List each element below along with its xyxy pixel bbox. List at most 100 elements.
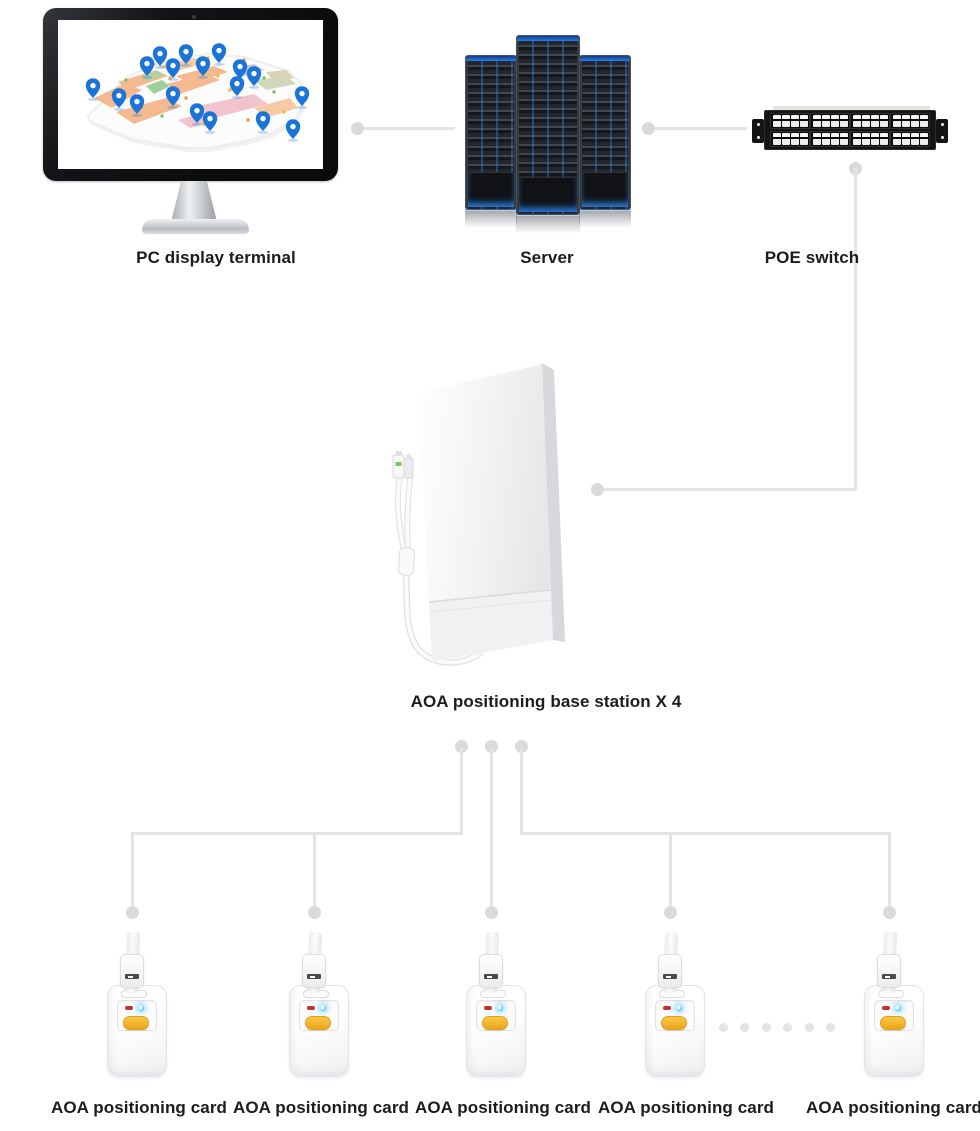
connector-dot xyxy=(454,739,468,753)
card-button xyxy=(482,1016,508,1030)
card-button xyxy=(880,1016,906,1030)
connector-line xyxy=(668,832,672,912)
connector-dot xyxy=(307,905,321,919)
connector-line-poe-down xyxy=(853,168,857,490)
server-illustration xyxy=(460,25,640,240)
positioning-card-illustration xyxy=(849,930,929,1082)
ellipsis-dot xyxy=(783,1023,792,1032)
connector-line xyxy=(459,748,463,835)
port-row xyxy=(770,113,930,130)
positioning-card-illustration xyxy=(92,930,172,1082)
card-clip xyxy=(479,954,503,988)
clip-slot xyxy=(125,974,139,979)
positioning-card-illustration xyxy=(274,930,354,1082)
ellipsis-dot xyxy=(719,1023,728,1032)
server-reflection xyxy=(516,214,580,233)
card-clip xyxy=(658,954,682,988)
connector-line-to-base-station xyxy=(600,487,856,491)
connector-line-pc-server xyxy=(357,126,455,130)
card-body xyxy=(466,985,526,1077)
port-group xyxy=(890,113,930,130)
label-card-5: AOA positioning card xyxy=(805,1098,980,1117)
mount-ear xyxy=(752,119,764,143)
card-body xyxy=(645,985,705,1077)
card-clip xyxy=(120,954,144,988)
label-pc-terminal: PC display terminal xyxy=(136,248,296,267)
screw-dot xyxy=(756,136,760,139)
card-led-blue xyxy=(676,1005,682,1011)
connector-line-server-poe xyxy=(648,126,747,130)
label-card-2: AOA positioning card xyxy=(232,1098,410,1117)
server-reflection xyxy=(465,209,517,228)
connector-line xyxy=(489,748,493,912)
card-led-blue xyxy=(320,1005,326,1011)
rj45-plug xyxy=(392,454,405,479)
base-station-illustration xyxy=(392,361,565,666)
port-group xyxy=(810,130,850,147)
card-led-red xyxy=(484,1006,492,1010)
connector-line-branch-right xyxy=(520,832,891,835)
card-body xyxy=(864,985,924,1077)
connector-dot xyxy=(484,905,498,919)
clip-slot xyxy=(307,974,321,979)
label-base-station: AOA positioning base station X 4 xyxy=(410,692,682,711)
port-group xyxy=(770,113,810,130)
card-led-blue xyxy=(497,1005,503,1011)
poe-switch-body xyxy=(764,110,936,150)
screw-dot xyxy=(940,123,944,126)
connector-line xyxy=(312,832,316,912)
panel-bottom-section xyxy=(429,590,553,662)
card-led-red xyxy=(125,1006,133,1010)
connector-line xyxy=(888,832,891,912)
card-led-red xyxy=(663,1006,671,1010)
positioning-card-illustration xyxy=(451,930,531,1082)
connector-dot xyxy=(484,739,498,753)
label-server: Server xyxy=(520,248,574,267)
label-card-3: AOA positioning card xyxy=(414,1098,592,1117)
connector-line xyxy=(519,748,523,835)
connector-dot xyxy=(514,739,528,753)
poe-switch-illustration xyxy=(750,100,950,152)
port-group xyxy=(850,113,890,130)
ellipsis-dot xyxy=(805,1023,814,1032)
indoor-map-illustration xyxy=(85,43,310,152)
card-button xyxy=(661,1016,687,1030)
positioning-card-illustration xyxy=(630,930,710,1082)
label-card-4: AOA positioning card xyxy=(597,1098,775,1117)
card-body xyxy=(107,985,167,1077)
connector-dot xyxy=(126,905,139,919)
ellipsis-dot xyxy=(740,1023,749,1032)
connector-line xyxy=(131,832,134,912)
monitor-screen xyxy=(58,20,323,169)
label-card-1: AOA positioning card xyxy=(50,1098,228,1117)
cable-joint xyxy=(398,547,415,576)
connector-dot xyxy=(350,121,364,135)
card-button xyxy=(305,1016,331,1030)
connector-dot xyxy=(590,482,604,496)
port-row xyxy=(770,130,930,147)
plug-tip xyxy=(396,451,402,457)
port-group xyxy=(850,130,890,147)
monitor-stand-base xyxy=(142,219,249,234)
connector-dot xyxy=(641,121,655,135)
webcam-dot xyxy=(192,15,196,19)
clip-slot xyxy=(484,974,498,979)
card-clip xyxy=(302,954,326,988)
port-group xyxy=(770,130,810,147)
ellipsis-dot xyxy=(762,1023,771,1032)
clip-slot xyxy=(882,974,896,979)
port-group xyxy=(810,113,850,130)
card-led-red xyxy=(307,1006,315,1010)
panel-side xyxy=(542,363,565,642)
poe-top-rail xyxy=(773,106,930,113)
mount-ear xyxy=(936,119,948,143)
monitor-stand-neck xyxy=(171,181,217,222)
label-poe-switch: POE switch xyxy=(764,248,860,267)
server-rack-icon xyxy=(579,55,631,210)
server-rack-icon xyxy=(465,55,517,210)
panel-front xyxy=(418,363,553,662)
ellipsis-dot xyxy=(826,1023,835,1032)
card-clip xyxy=(877,954,901,988)
card-led-blue xyxy=(895,1005,901,1011)
